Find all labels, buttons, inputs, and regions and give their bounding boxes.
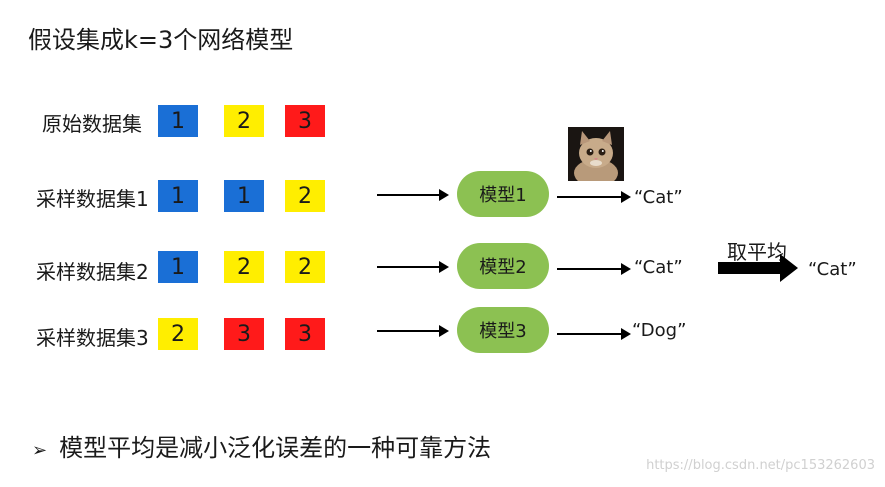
arrow-to-model1 [377, 194, 447, 196]
bullet-point: ➢ 模型平均是减小泛化误差的一种可靠方法 [32, 428, 491, 463]
row1-box1: 1 [158, 180, 198, 212]
row-label-sample2: 采样数据集2 [36, 256, 149, 285]
row0-box3: 3 [285, 105, 325, 137]
row1-box3: 2 [285, 180, 325, 212]
bullet-text: 模型平均是减小泛化误差的一种可靠方法 [59, 434, 491, 462]
row0-box2: 2 [224, 105, 264, 137]
model2: 模型2 [457, 243, 549, 289]
row2-box1: 1 [158, 251, 198, 283]
row-label-sample3: 采样数据集3 [36, 322, 149, 351]
slide-title: 假设集成k=3个网络模型 [28, 20, 293, 55]
row2-box2: 2 [224, 251, 264, 283]
result1: “Cat” [634, 187, 683, 208]
row3-box1: 2 [158, 318, 198, 350]
watermark: https://blog.csdn.net/pc153262603 [646, 458, 875, 473]
model1: 模型1 [457, 171, 549, 217]
result3: “Dog” [632, 320, 686, 341]
model3: 模型3 [457, 307, 549, 353]
arrow-to-model3 [377, 330, 447, 332]
row3-box2: 3 [224, 318, 264, 350]
row-label-original: 原始数据集 [42, 108, 142, 137]
average-arrow [718, 262, 782, 274]
arrow-from-model3 [557, 333, 629, 335]
arrow-to-model2 [377, 266, 447, 268]
row-label-sample1: 采样数据集1 [36, 183, 149, 212]
arrow-from-model1 [557, 196, 629, 198]
row1-box2: 1 [224, 180, 264, 212]
row2-box3: 2 [285, 251, 325, 283]
final-result: “Cat” [808, 259, 857, 280]
row0-box1: 1 [158, 105, 198, 137]
average-label: 取平均 [727, 236, 787, 265]
cat-photo [568, 127, 624, 181]
result2: “Cat” [634, 257, 683, 278]
bullet-arrow-icon: ➢ [32, 440, 47, 461]
arrow-from-model2 [557, 268, 629, 270]
row3-box3: 3 [285, 318, 325, 350]
